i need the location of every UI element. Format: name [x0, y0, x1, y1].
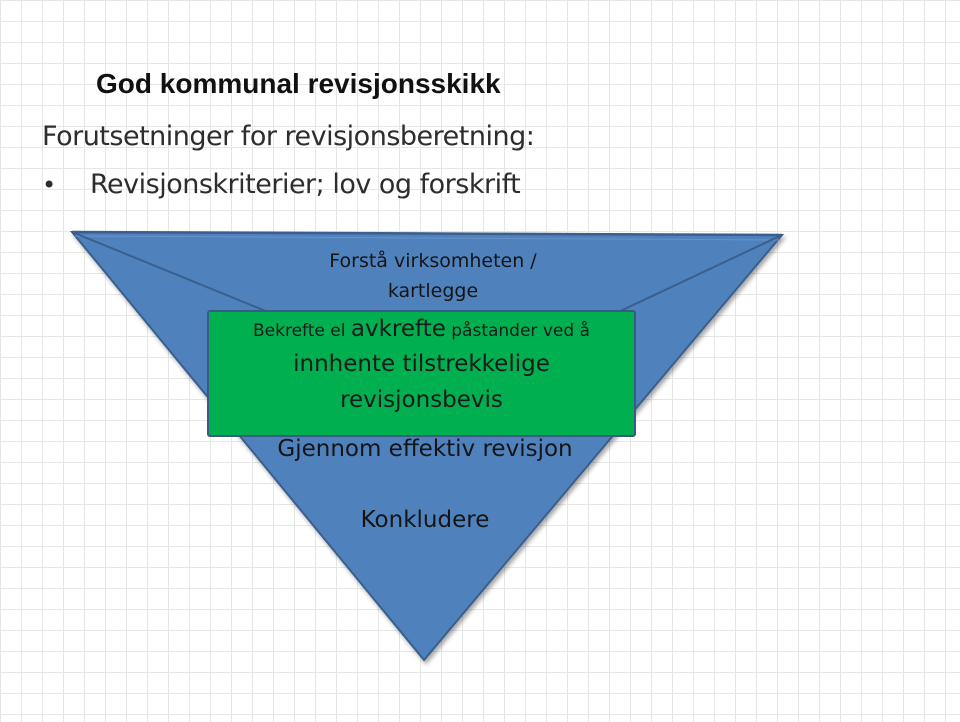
bullet-item: • Revisjonskriterier; lov og forskrift — [42, 169, 521, 200]
funnel-top-highlight — [74, 235, 781, 241]
funnel-label-conclude: Konkludere — [360, 507, 490, 533]
funnel-label-understand-line2: kartlegge — [387, 280, 479, 302]
bullet-text: Revisjonskriterier; lov og forskrift — [90, 169, 521, 200]
highlight-line1-emphasis: avkrefte — [350, 316, 446, 342]
highlight-box: Bekrefte el avkrefte påstander ved å inn… — [207, 310, 636, 437]
funnel-label-understand: Forstå virksomheten / kartlegge — [268, 246, 598, 306]
highlight-line1-prefix: Bekrefte el — [253, 321, 351, 341]
funnel-top-edge — [71, 230, 783, 237]
highlight-line1-suffix: påstander ved å — [445, 321, 590, 341]
funnel-label-understand-line1: Forstå virksomheten / — [329, 250, 537, 272]
highlight-line2: innhente tilstrekkelige — [293, 351, 550, 377]
highlight-line3: revisjonsbevis — [340, 387, 503, 413]
funnel-left-inner-line — [71, 231, 301, 326]
bullet-dot-icon: • — [42, 171, 56, 199]
bullet-list: • Revisjonskriterier; lov og forskrift — [42, 169, 521, 200]
highlight-line1: Bekrefte el avkrefte påstander ved å — [209, 314, 634, 346]
slide-title: God kommunal revisjonsskikk — [96, 68, 501, 99]
subtitle: Forutsetninger for revisjonsberetning: — [42, 121, 535, 152]
funnel-label-audit: Gjennom effektiv revisjon — [277, 436, 573, 462]
